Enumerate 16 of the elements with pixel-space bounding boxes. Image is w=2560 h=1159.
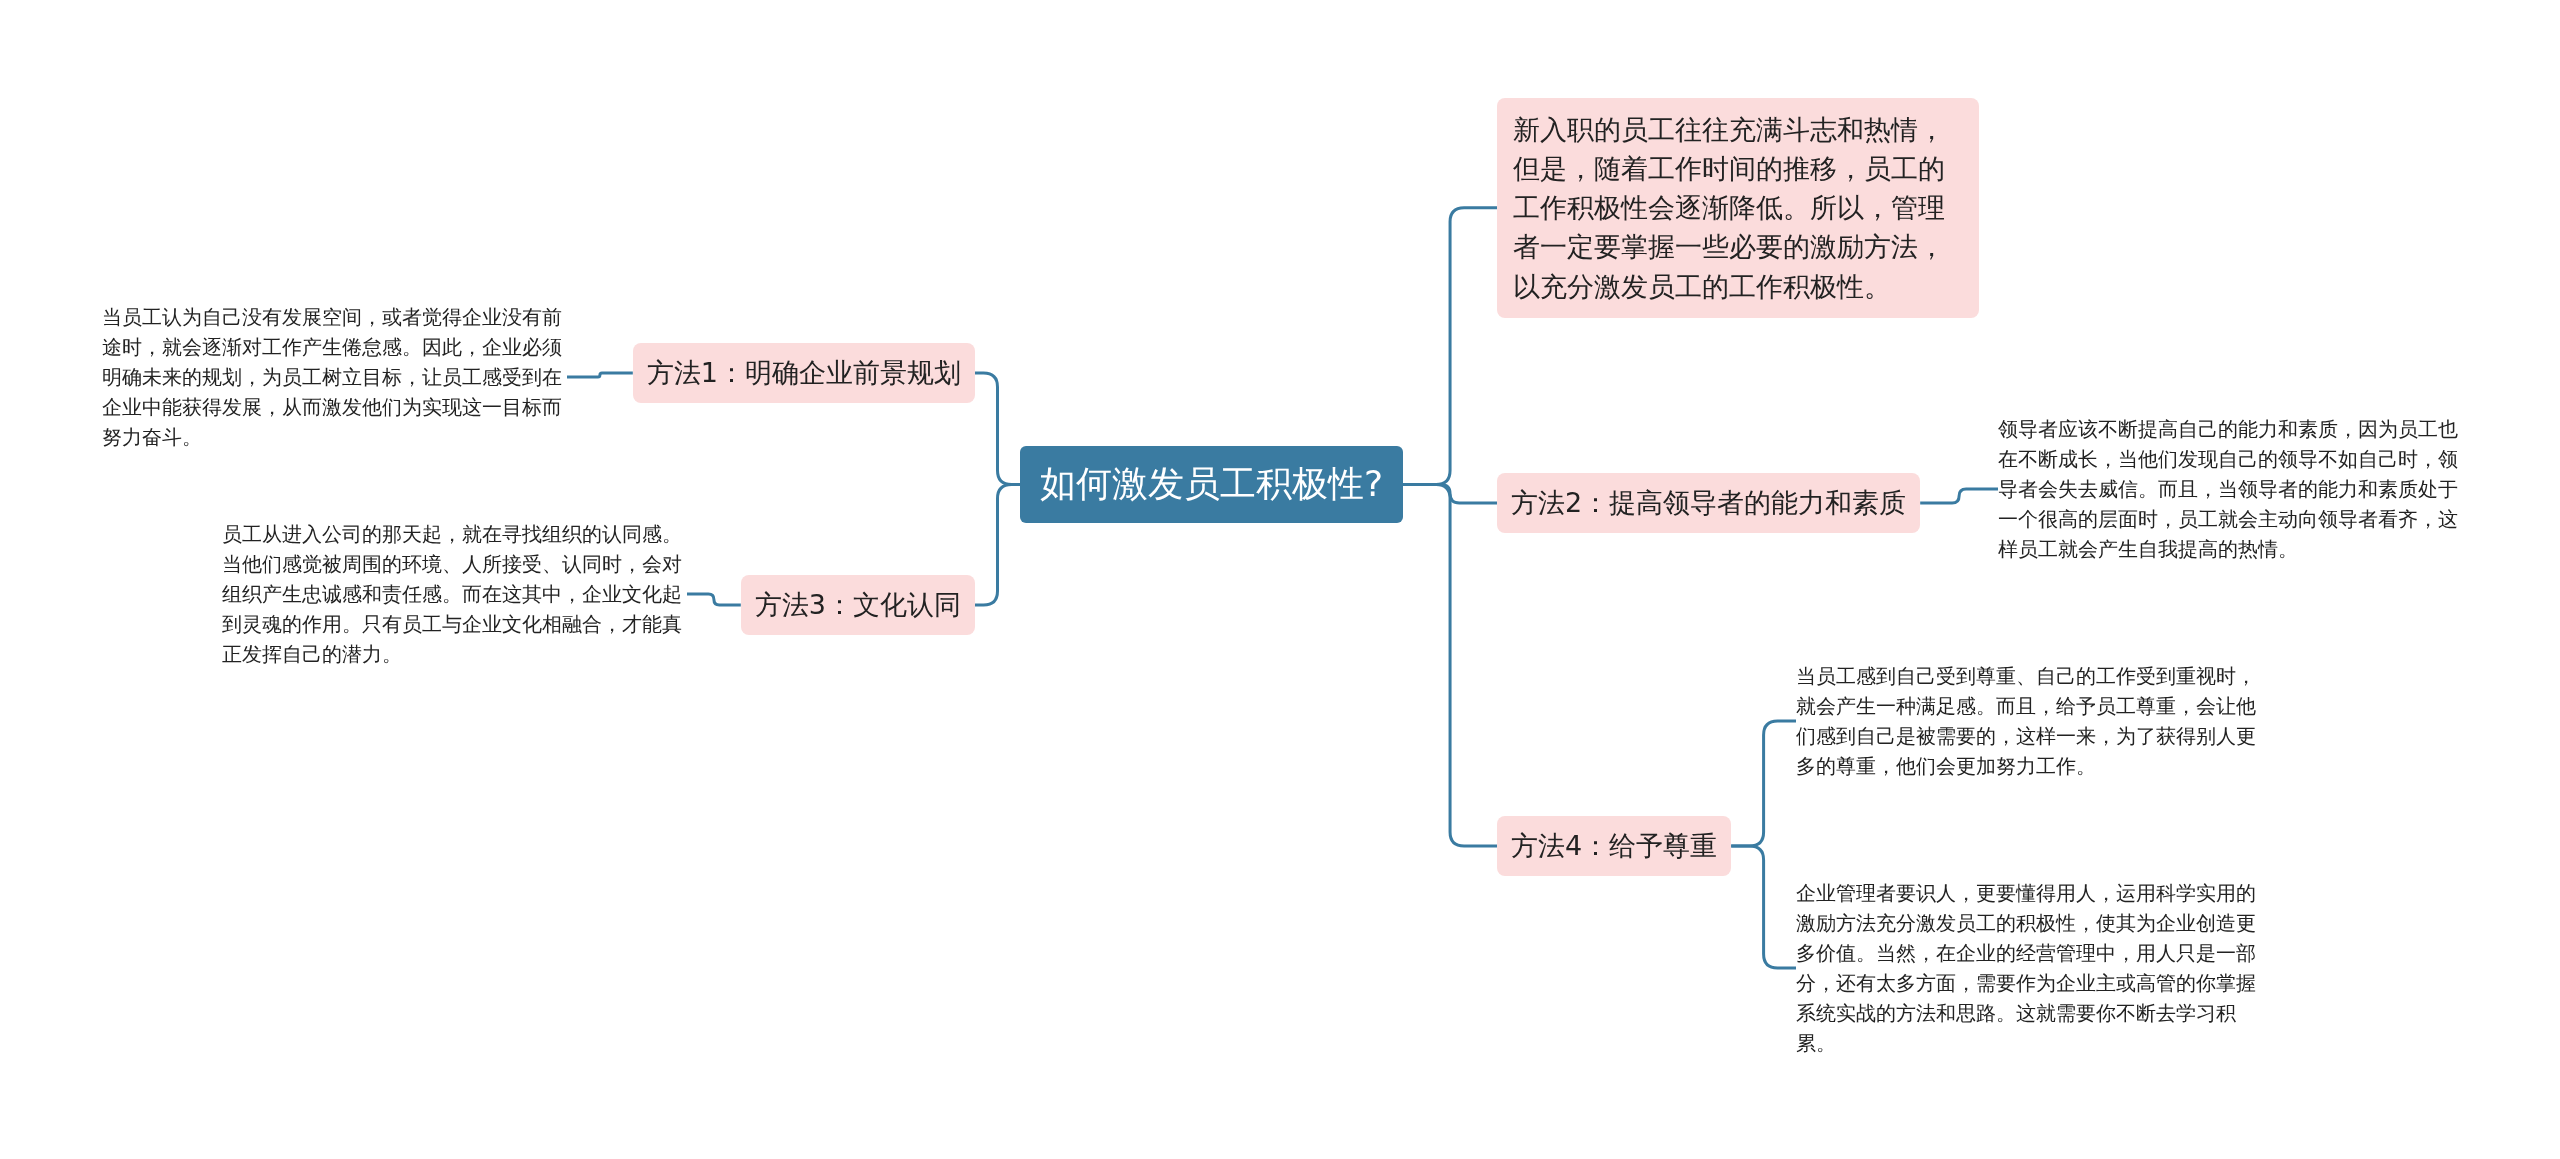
connector-line bbox=[567, 371, 633, 379]
central-topic: 如何激发员工积极性? bbox=[1020, 446, 1404, 523]
branch-topic: 方法1：明确企业前景规划 bbox=[632, 343, 975, 403]
branch-topic: 方法2：提高领导者的能力和素质 bbox=[1497, 473, 1921, 533]
connector-line bbox=[687, 592, 741, 607]
detail-text: 企业管理者要识人，更要懂得用人，运用科学实用的激励方法充分激发员工的积极性，使其为企业创造更多价值。当然，在企业的经营管理中，用人只是一部分，还有太多方面，需要作为企业主或高管的你掌握系统实战的方法和思路。这就需要你不断去学习积累。 bbox=[1796, 878, 2264, 1058]
connector-line bbox=[1403, 483, 1497, 848]
intro-card: 新入职的员工往往充满斗志和热情，但是，随着工作时间的推移，员工的工作积极性会逐渐降低。所以，管理者一定要掌握一些必要的激励方法，以充分激发员工的工作积极性。 bbox=[1497, 98, 1979, 318]
branch-topic: 方法4：给予尊重 bbox=[1497, 816, 1732, 876]
connector-line bbox=[1920, 487, 1998, 505]
detail-text: 当员工认为自己没有发展空间，或者觉得企业没有前途时，就会逐渐对工作产生倦怠感。因此，企业必须明确未来的规划，为员工树立目标，让员工感受到在企业中能获得发展，从而激发他们为实现这一目标而努力奋斗。 bbox=[102, 302, 567, 452]
detail-text: 员工从进入公司的那天起，就在寻找组织的认同感。当他们感觉被周围的环境、人所接受、认同时，会对组织产生忠诚感和责任感。而在这其中，企业文化起到灵魂的作用。只有员工与企业文化相融合，才能真正发挥自己的潜力。 bbox=[222, 519, 687, 669]
detail-text: 当员工感到自己受到尊重、自己的工作受到重视时，就会产生一种满足感。而且，给予员工尊重，会让他们感到自己是被需要的，这样一来，为了获得别人更多的尊重，他们会更加努力工作。 bbox=[1796, 661, 2264, 781]
connector-line bbox=[975, 483, 1020, 607]
detail-text: 领导者应该不断提高自己的能力和素质，因为员工也在不断成长，当他们发现自己的领导不如自己时，领导者会失去威信。而且，当领导者的能力和素质处于一个很高的层面时，员工就会主动向领导者看齐，这样员工就会产生自我提高的热情。 bbox=[1998, 414, 2466, 564]
branch-topic: 方法3：文化认同 bbox=[740, 575, 975, 635]
